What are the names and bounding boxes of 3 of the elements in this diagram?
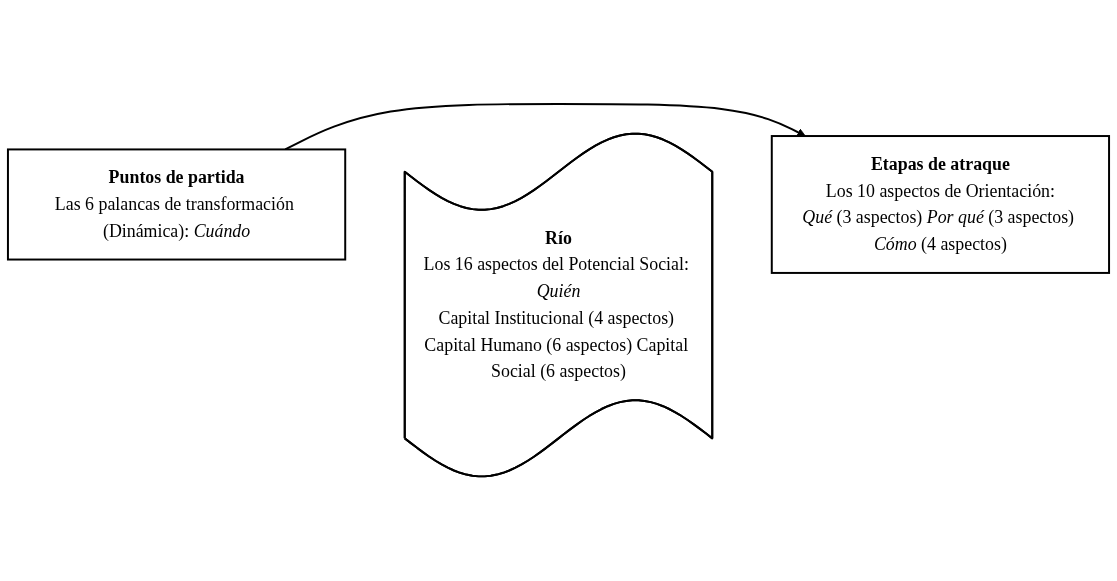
node-box: Puntos de partida Las 6 palancas de transformación (Dinámica): Cuándo — [6, 148, 347, 261]
node-box: Etapas de atraque Los 10 aspectos de Orientación: Qué (3 aspectos) Por qué (3 aspectos) Cómo (4 aspectos) — [770, 135, 1111, 275]
arrow — [284, 103, 806, 151]
